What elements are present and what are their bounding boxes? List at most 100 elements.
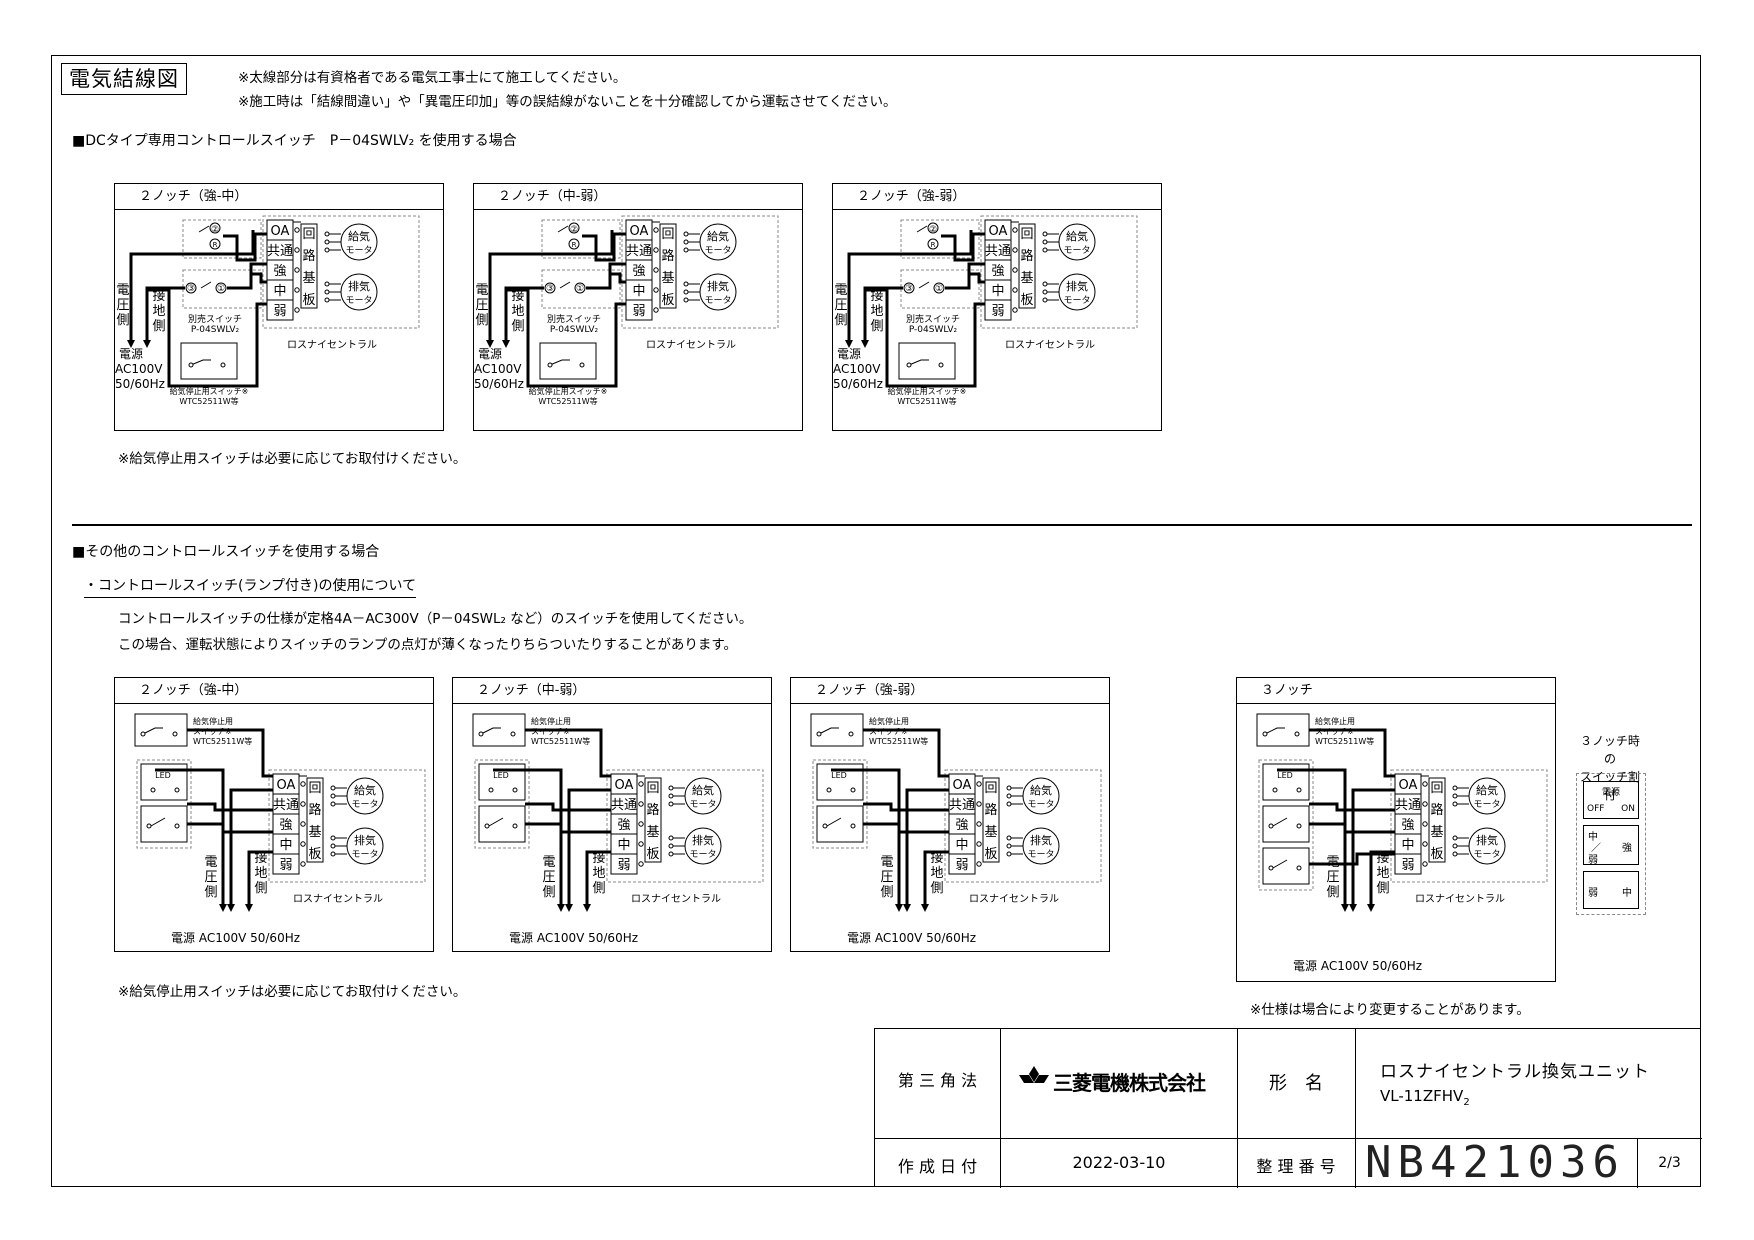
contact-dot (1296, 823, 1302, 829)
contact-dot (547, 362, 553, 368)
motor-terminal (330, 835, 336, 841)
arrow-ground-icon (921, 904, 929, 912)
wire-oa (223, 232, 267, 262)
switch-contact (916, 225, 928, 233)
lossnay-unit (268, 769, 426, 883)
contact-dot (220, 362, 226, 368)
terminal-label: 中 (955, 838, 968, 853)
voltage-side-label: 圧 (542, 870, 555, 885)
board-label: 基 (646, 825, 659, 840)
terminal-label: 中 (632, 284, 645, 299)
board-label: 板 (984, 847, 997, 862)
model-label: 形 名 (1269, 1073, 1323, 1094)
panel-title: ２ノッチ（強-弱） (833, 184, 1161, 210)
wire-strong (863, 802, 949, 812)
wire-ground (506, 288, 626, 388)
motor-terminal (1452, 835, 1458, 841)
assign-switch-2: 中 ／ 強 弱 (1583, 825, 1639, 866)
note-1: ※太線部分は有資格者である電気工事士にて施工してください。 (238, 70, 627, 86)
hz-label: 50/60Hz (474, 377, 524, 391)
terminal-dot (1012, 307, 1018, 313)
board-label: 基 (308, 825, 321, 840)
terminal-dot (1422, 781, 1428, 787)
company: 三菱電機株式会社 (1017, 1065, 1232, 1095)
section1-heading: ■DCタイプ専用コントロールスイッチ P－04SWLV₂ を使用する場合 (72, 133, 517, 149)
stop-switch-model: WTC52511W等 (193, 736, 252, 746)
mitsubishi-logo-icon (1019, 1066, 1049, 1083)
terminal-box (610, 853, 638, 875)
supply-motor-label: モータ (345, 245, 372, 256)
terminal-dot (300, 821, 306, 827)
model-number: VL-11ZFHV2 (1380, 1087, 1470, 1108)
motor-terminal (324, 231, 330, 237)
motor-terminal (1452, 785, 1458, 791)
sold-switch-upper (182, 219, 262, 259)
terminal-number: ② (211, 225, 219, 235)
terminal-label: 弱 (955, 858, 968, 873)
contact-dot (850, 823, 856, 829)
wire-voltage (155, 768, 225, 904)
stop-switch (1256, 713, 1310, 747)
arrow-ground-icon (861, 340, 869, 348)
terminal-dot (1012, 227, 1018, 233)
ac-label: AC100V (833, 362, 881, 376)
terminal-label: OA (953, 778, 972, 793)
ground-side-label: 側 (254, 881, 267, 896)
panel-title: ２ノッチ（中-弱） (453, 678, 771, 704)
terminal-dot (976, 841, 982, 847)
sold-switch-label: 別売スイッチ (188, 313, 242, 325)
panel-title: ２ノッチ（強-中） (115, 678, 433, 704)
assign-switch-3: 弱 中 (1583, 871, 1639, 909)
panel-title: ２ノッチ（中-弱） (474, 184, 802, 210)
voltage-side-label: 電 (834, 283, 847, 298)
motor-terminal (668, 785, 674, 791)
terminal-label: OA (630, 224, 649, 239)
exhaust-motor-label: モータ (345, 295, 372, 306)
terminal-dot (653, 247, 659, 253)
motor-terminal (1452, 843, 1458, 849)
terminal-label: 共通 (626, 244, 652, 259)
contact-dot (850, 787, 856, 793)
switch-terminal-r (927, 238, 939, 250)
switch-terminal-1 (933, 282, 945, 294)
supply-motor (1022, 777, 1060, 815)
wire-ground (923, 850, 949, 904)
switch-terminal-3 (903, 282, 915, 294)
ground-side-label: 地 (870, 304, 883, 319)
sold-switch-model: P-04SWLV₂ (191, 325, 240, 335)
wire-ground-a (145, 286, 185, 340)
arrow-ground-icon (143, 340, 151, 348)
ground-side-label: 側 (152, 319, 165, 334)
terminal-dot (300, 781, 306, 787)
motor-terminal (324, 297, 330, 303)
terminal-label: 強 (1401, 818, 1414, 833)
switch-contact (198, 225, 210, 233)
supply-motor-label: 給気 (1066, 229, 1088, 243)
stop-switch-label: 給気停止用 (531, 716, 571, 726)
terminal-label: 共通 (985, 244, 1011, 259)
stop-switch-model: WTC52511W等 (179, 396, 238, 406)
switch-contact (150, 817, 166, 827)
voltage-side-label: 側 (204, 885, 217, 900)
terminal-label: 弱 (991, 304, 1004, 319)
supply-motor-label: モータ (351, 799, 378, 810)
exhaust-motor-label: 排気 (1030, 833, 1052, 847)
contact-dot (579, 362, 585, 368)
motor-terminal (668, 801, 674, 807)
wiring-diagram-lamp: OA共通強中弱回路基板給気モータ排気モータロスナイセントラル給気停止用スイッチ※… (472, 713, 764, 945)
date-label: 作 成 日 付 (897, 1157, 978, 1176)
motor-terminal (330, 851, 336, 857)
board-label: 路 (1430, 802, 1443, 818)
exhaust-motor-label: 排気 (354, 833, 376, 847)
supply-motor (1058, 223, 1096, 261)
panel-title: ３ノッチ (1237, 678, 1555, 704)
board-label: 路 (308, 802, 321, 818)
lossnay-label: ロスナイセントラル (969, 893, 1059, 905)
lossnay-unit (606, 769, 764, 883)
wire-voltage (831, 768, 901, 904)
terminal-label: OA (1399, 778, 1418, 793)
arrow-common-icon (1349, 904, 1357, 912)
